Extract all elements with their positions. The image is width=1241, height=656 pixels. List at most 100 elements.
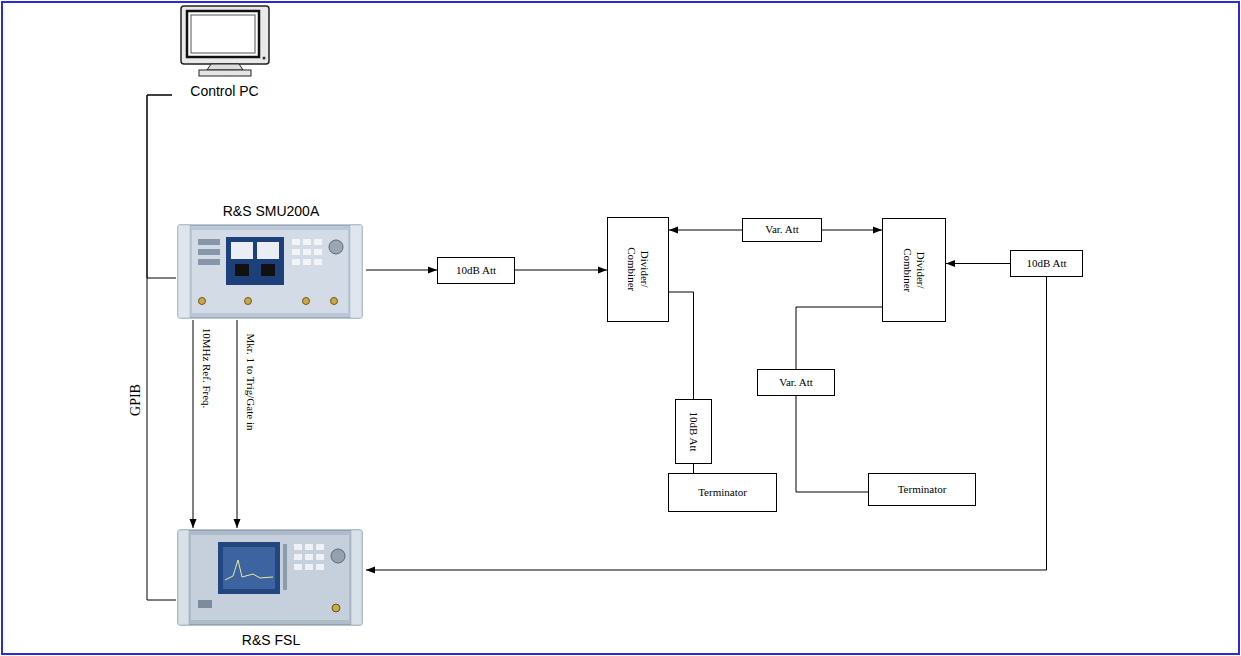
connector-line bbox=[193, 320, 194, 528]
monitor-base bbox=[199, 70, 251, 76]
chassis bbox=[178, 225, 362, 318]
pc-monitor bbox=[181, 6, 269, 76]
connector-line bbox=[366, 270, 437, 271]
connector bbox=[331, 298, 338, 305]
box-label: Divider/ Combiner bbox=[625, 248, 651, 292]
connector bbox=[515, 267, 607, 274]
box-text-group: 10dB Att bbox=[687, 411, 700, 451]
key bbox=[294, 564, 302, 570]
chassis bbox=[178, 530, 362, 625]
box-text-group: 10dB Att bbox=[456, 264, 496, 277]
box-text-group: 10dB Att bbox=[1026, 257, 1066, 270]
connector-line bbox=[669, 292, 694, 399]
box-label: 10dB Att bbox=[1026, 257, 1066, 270]
connector-line bbox=[147, 95, 176, 600]
instrument-label: Control PC bbox=[190, 83, 258, 99]
key bbox=[198, 249, 220, 255]
key bbox=[305, 544, 313, 550]
connector bbox=[147, 95, 176, 278]
signal-generator: R&S SMU200A bbox=[176, 203, 366, 320]
connector bbox=[796, 396, 868, 492]
softkeys bbox=[283, 544, 287, 590]
signal-label: 10MHz Ref. Freq. bbox=[200, 327, 213, 410]
variable-attenuator-box: Var. Att bbox=[742, 218, 822, 242]
monitor-screen bbox=[191, 15, 255, 53]
key bbox=[198, 259, 220, 265]
key bbox=[303, 239, 311, 245]
connector-line bbox=[796, 396, 868, 492]
rf-input bbox=[332, 604, 340, 612]
handle bbox=[351, 530, 362, 625]
connector-line bbox=[796, 307, 882, 369]
display-trace-area bbox=[223, 547, 275, 589]
connector bbox=[669, 292, 694, 399]
power-switch bbox=[198, 600, 212, 608]
rotary-knob bbox=[331, 549, 345, 563]
variable-attenuator-box: Var. Att bbox=[757, 369, 835, 396]
key bbox=[292, 259, 300, 265]
connector bbox=[822, 227, 882, 234]
connector bbox=[190, 320, 197, 528]
display bbox=[226, 237, 284, 285]
arrowhead bbox=[366, 567, 375, 574]
arrowhead bbox=[190, 519, 197, 528]
arrowhead bbox=[428, 267, 437, 274]
arrowhead bbox=[873, 227, 882, 234]
front-panel bbox=[191, 535, 349, 620]
connector bbox=[669, 227, 742, 234]
key bbox=[303, 249, 311, 255]
key bbox=[314, 249, 322, 255]
attenuator-box: 10dB Att bbox=[437, 257, 515, 284]
arrowhead bbox=[598, 267, 607, 274]
key bbox=[314, 259, 322, 265]
connector bbox=[147, 95, 176, 600]
connector bbox=[796, 307, 882, 369]
smu200a-photo bbox=[178, 225, 362, 318]
key bbox=[314, 239, 322, 245]
connector-line bbox=[669, 230, 742, 231]
attenuator-box: 10dB Att bbox=[675, 399, 712, 464]
connector-line bbox=[693, 464, 694, 473]
box-text-group: Terminator bbox=[698, 486, 747, 499]
display-block bbox=[235, 264, 249, 276]
key bbox=[316, 554, 324, 560]
connector-line bbox=[946, 263, 1010, 264]
monitor-bezel bbox=[187, 11, 259, 57]
power-led bbox=[263, 57, 266, 60]
display-block bbox=[261, 264, 275, 276]
handle bbox=[178, 530, 189, 625]
connector bbox=[303, 298, 310, 305]
key bbox=[303, 259, 311, 265]
connector bbox=[366, 267, 437, 274]
connector bbox=[199, 298, 206, 305]
key bbox=[294, 544, 302, 550]
box-text-group: Var. Att bbox=[765, 223, 799, 236]
instrument-label: R&S SMU200A bbox=[223, 203, 319, 219]
display-window bbox=[231, 242, 253, 259]
connector bbox=[234, 320, 241, 528]
divider-combiner-box: Divider/ Combiner bbox=[607, 217, 669, 322]
monitor-neck bbox=[207, 64, 243, 70]
display bbox=[218, 542, 280, 594]
box-label: 10dB Att bbox=[456, 264, 496, 277]
signal-label: Mkr. 1 to Trig/Gate in bbox=[244, 333, 257, 432]
terminator-box: Terminator bbox=[668, 473, 777, 512]
key bbox=[294, 554, 302, 560]
spectrum-analyzer: R&S FSL bbox=[176, 528, 366, 648]
connector-line bbox=[237, 320, 238, 528]
box-label: Var. Att bbox=[765, 223, 799, 236]
connector-line bbox=[147, 95, 176, 278]
control-pc: Control PC bbox=[172, 2, 277, 99]
connector bbox=[946, 260, 1010, 267]
box-text-group: Divider/ Combiner bbox=[625, 248, 651, 292]
box-text-group: Terminator bbox=[898, 483, 947, 496]
front-panel bbox=[192, 230, 348, 313]
divider-combiner-box: Divider/ Combiner bbox=[882, 218, 946, 322]
key bbox=[305, 564, 313, 570]
arrowhead bbox=[946, 260, 955, 267]
box-label: Terminator bbox=[698, 486, 747, 499]
